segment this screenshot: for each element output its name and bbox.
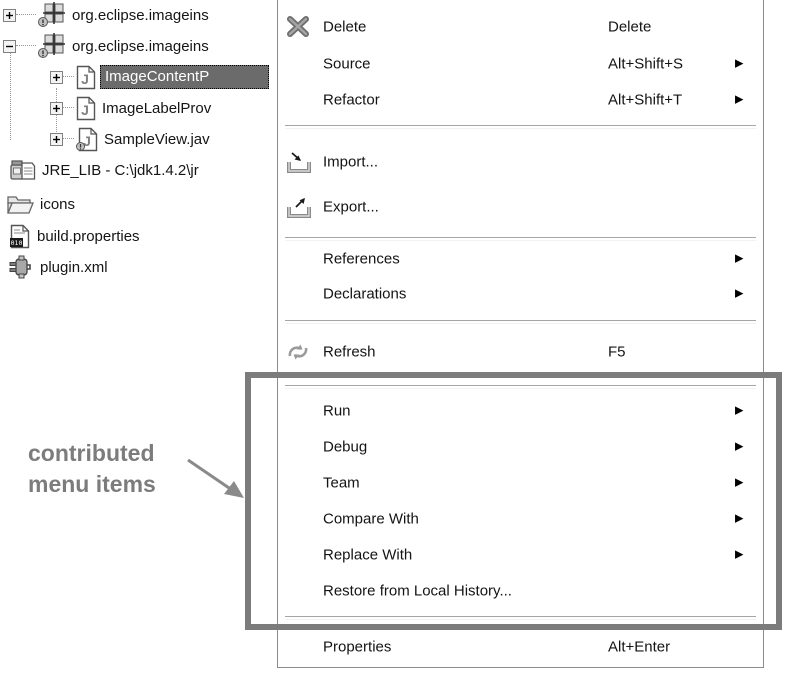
menu-item-replace-with[interactable]: Replace With ▶ (278, 537, 763, 573)
menu-item-label: Declarations (323, 285, 407, 303)
menu-item-label: Run (323, 402, 351, 420)
menu-item-label: Source (323, 55, 371, 73)
menu-item-label: Team (323, 474, 360, 492)
tree-item-label: icons (40, 195, 76, 213)
context-menu: Delete Delete Source Alt+Shift+S ▶ Refac… (277, 0, 764, 668)
properties-file-icon: 010 (10, 224, 30, 248)
tree-connector-line (10, 52, 12, 140)
package-explorer-tree: org.eclipse.imageins org.eclipse.imagein… (0, 0, 350, 300)
tree-item-build-properties[interactable]: 010 build.properties (0, 221, 140, 251)
menu-item-declarations[interactable]: Declarations ▶ (278, 276, 763, 312)
tree-item-label: ImageLabelProv (102, 99, 212, 117)
expand-plus-icon[interactable] (3, 8, 16, 22)
expand-plus-icon[interactable] (50, 101, 63, 115)
collapse-minus-icon[interactable] (3, 39, 16, 53)
tree-item-label: org.eclipse.imageins (72, 37, 209, 55)
java-file-icon: J (76, 96, 96, 120)
menu-item-compare-with[interactable]: Compare With ▶ (278, 501, 763, 537)
submenu-arrow-icon: ▶ (735, 252, 744, 265)
menu-item-import[interactable]: Import... (278, 144, 763, 180)
export-icon (287, 198, 311, 218)
menu-item-label: Restore from Local History... (323, 582, 512, 600)
tree-item-label: SampleView.jav (104, 130, 210, 148)
tree-connector-stub (16, 14, 36, 16)
menu-item-team[interactable]: Team ▶ (278, 465, 763, 501)
menu-item-shortcut: Alt+Shift+S (608, 55, 684, 73)
menu-item-restore-from-local-history[interactable]: Restore from Local History... (278, 573, 763, 609)
menu-item-refactor[interactable]: Refactor Alt+Shift+T ▶ (278, 82, 763, 118)
annotation-arrow-icon (187, 458, 244, 498)
tree-connector-stub (63, 107, 74, 109)
menu-item-shortcut: F5 (608, 343, 626, 361)
tree-connector-stub (63, 76, 74, 78)
menu-item-properties[interactable]: Properties Alt+Enter (278, 629, 763, 665)
delete-icon (287, 16, 309, 37)
annotation-label: contributed menu items (28, 440, 156, 498)
expand-plus-icon[interactable] (50, 132, 63, 146)
expand-plus-icon[interactable] (50, 70, 63, 84)
menu-item-export[interactable]: Export... (278, 189, 763, 225)
menu-item-debug[interactable]: Debug ▶ (278, 429, 763, 465)
tree-item-label: build.properties (37, 227, 140, 245)
menu-item-label: References (323, 250, 400, 268)
menu-item-delete[interactable]: Delete Delete (278, 9, 763, 45)
tree-item-package-1[interactable]: org.eclipse.imageins (0, 0, 209, 30)
jre-library-icon (10, 160, 36, 180)
menu-item-shortcut: Delete (608, 18, 652, 36)
menu-separator (285, 237, 756, 241)
menu-item-refresh[interactable]: Refresh F5 (278, 334, 763, 370)
menu-separator (285, 320, 756, 324)
menu-item-label: Debug (323, 438, 368, 456)
menu-item-label: Refactor (323, 91, 380, 109)
tree-item-icons[interactable]: icons (0, 189, 75, 219)
tree-item-package-2[interactable]: org.eclipse.imageins (0, 31, 209, 61)
tree-connector-stub (63, 138, 74, 140)
plugin-icon (9, 255, 31, 279)
svg-text:010: 010 (11, 239, 23, 247)
tree-item-sampleview[interactable]: J SampleView.jav (0, 124, 210, 154)
refresh-icon (288, 344, 308, 360)
package-icon (38, 2, 65, 27)
menu-separator (285, 385, 756, 389)
tree-item-label-selected: ImageContentP (100, 65, 269, 89)
menu-item-label: Properties (323, 638, 392, 656)
menu-item-shortcut: Alt+Enter (608, 638, 671, 656)
menu-item-label: Replace With (323, 546, 413, 564)
tree-item-imagelabelprov[interactable]: J ImageLabelProv (0, 93, 211, 123)
menu-item-references[interactable]: References ▶ (278, 241, 763, 277)
tree-connector-stub (16, 45, 36, 47)
tree-item-label: org.eclipse.imageins (72, 6, 209, 24)
folder-icon (7, 196, 34, 214)
java-file-decorated-icon: J (76, 127, 98, 151)
menu-separator (285, 125, 756, 129)
submenu-arrow-icon: ▶ (735, 57, 744, 70)
svg-text:J: J (81, 102, 89, 118)
menu-item-source[interactable]: Source Alt+Shift+S ▶ (278, 46, 763, 82)
svg-text:J: J (83, 133, 91, 149)
menu-item-label: Refresh (323, 343, 376, 361)
submenu-arrow-icon: ▶ (735, 93, 744, 106)
submenu-arrow-icon: ▶ (735, 287, 744, 300)
menu-item-run[interactable]: Run ▶ (278, 393, 763, 429)
tree-item-jre-lib[interactable]: JRE_LIB - C:\jdk1.4.2\jr (0, 155, 199, 185)
menu-item-label: Import... (323, 153, 379, 171)
tree-item-label: JRE_LIB - C:\jdk1.4.2\jr (42, 161, 199, 179)
tree-item-label: plugin.xml (40, 258, 108, 276)
submenu-arrow-icon: ▶ (735, 476, 744, 489)
import-icon (287, 152, 311, 173)
menu-separator (285, 616, 756, 620)
menu-item-label: Export... (323, 198, 379, 216)
menu-item-label: Delete (323, 18, 367, 36)
submenu-arrow-icon: ▶ (735, 404, 744, 417)
tree-item-imagecontentp[interactable]: J ImageContentP (0, 62, 269, 92)
submenu-arrow-icon: ▶ (735, 548, 744, 561)
menu-item-shortcut: Alt+Shift+T (608, 91, 683, 109)
menu-item-label: Compare With (323, 510, 419, 528)
submenu-arrow-icon: ▶ (735, 512, 744, 525)
submenu-arrow-icon: ▶ (735, 440, 744, 453)
tree-item-plugin-xml[interactable]: plugin.xml (0, 252, 108, 282)
package-icon (38, 33, 65, 58)
java-file-icon: J (76, 65, 96, 89)
svg-text:J: J (81, 71, 89, 87)
